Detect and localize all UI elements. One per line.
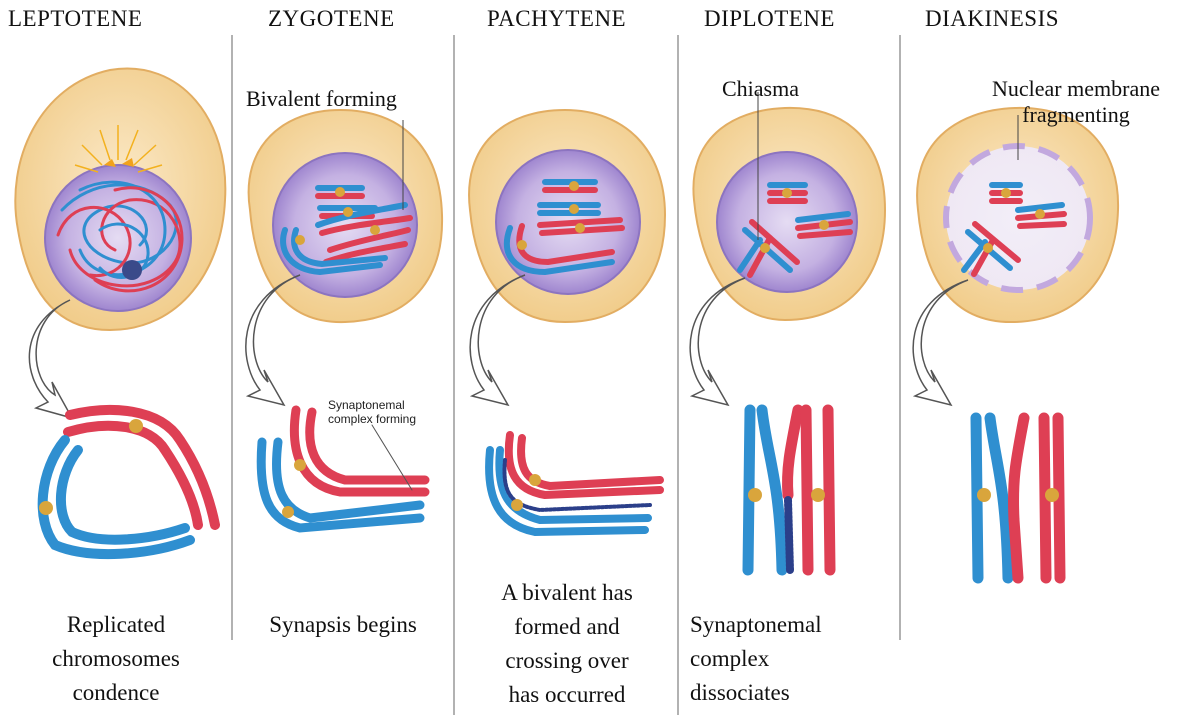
zygotene-cell bbox=[249, 110, 442, 322]
callout-bivalent-forming: Bivalent forming bbox=[246, 86, 397, 112]
stage-title-leptotene: LEPTOTENE bbox=[8, 6, 142, 32]
caption-leptotene: Replicated chromosomes condence bbox=[18, 608, 214, 710]
caption-diplotene: Synaptonemal complex dissociates bbox=[690, 608, 890, 710]
pachytene-chromosomes bbox=[489, 435, 660, 532]
caption-zygotene: Synapsis begins bbox=[240, 608, 446, 642]
diakinesis-chromosomes bbox=[976, 418, 1060, 578]
caption-pachytene: A bivalent has formed and crossing over … bbox=[462, 576, 672, 712]
zygotene-chromosomes bbox=[261, 410, 425, 528]
leptotene-chromosomes bbox=[39, 410, 215, 554]
callout-chiasma: Chiasma bbox=[722, 76, 799, 102]
stage-title-zygotene: ZYGOTENE bbox=[268, 6, 395, 32]
leptotene-cell bbox=[15, 69, 225, 330]
stage-title-diplotene: DIPLOTENE bbox=[704, 6, 835, 32]
stage-title-diakinesis: DIAKINESIS bbox=[925, 6, 1059, 32]
callout-nuclear-membrane: Nuclear membrane fragmenting bbox=[966, 76, 1186, 128]
callout-synaptonemal-forming: Synaptonemal complex forming bbox=[328, 398, 416, 426]
diplotene-cell bbox=[693, 92, 885, 320]
diplotene-chromosomes bbox=[748, 410, 830, 570]
stage-title-pachytene: PACHYTENE bbox=[487, 6, 626, 32]
